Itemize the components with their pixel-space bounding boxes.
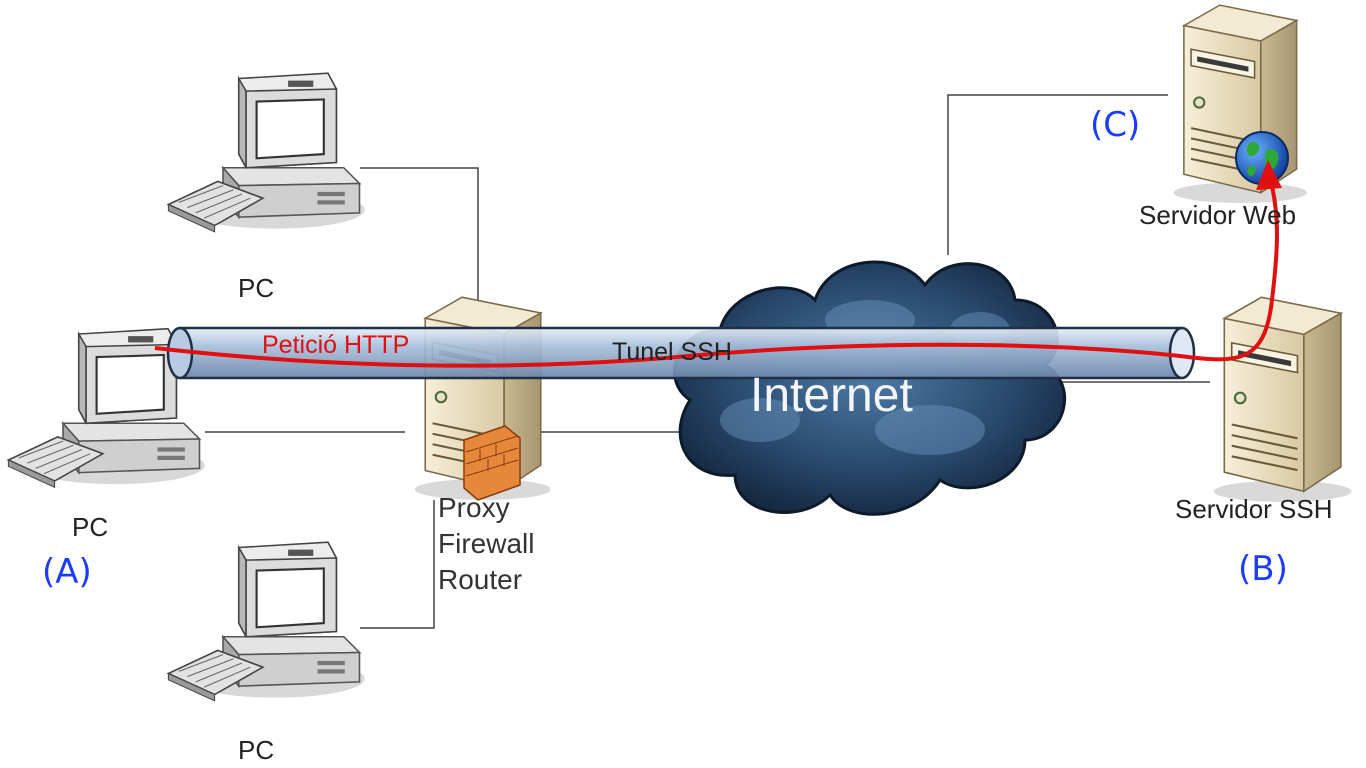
http-request-label: Petició HTTP [262,331,410,359]
pc-bottom-icon [167,541,366,702]
link-pc-bottom-proxy [360,500,435,629]
http-request-path [154,160,1282,368]
proxy-label-line2: Firewall [438,528,535,559]
pc-top-icon [167,72,366,233]
pc-a-tag: (A) [42,552,92,592]
ssh-server-icon [1212,296,1353,504]
request-arrowhead [1256,160,1282,190]
web-server-label: Servidor Web [1139,200,1297,230]
ssh-server-label: Servidor SSH [1175,494,1333,524]
link-internet-web [947,94,1168,255]
internet-label: Internet [750,369,913,422]
firewall-icon [463,425,521,501]
ssh-tunnel-label: Tunel SSH [612,338,732,366]
globe-icon [1235,131,1289,185]
ssh-server-tag: (B) [1238,549,1288,589]
pc-a-label: PC [72,512,109,542]
proxy-label-line3: Router [438,564,523,595]
link-lines [205,94,1210,629]
proxy-label-line1: Proxy [438,492,510,523]
link-pc-top-proxy [360,167,479,300]
pc-top-label: PC [238,273,275,303]
pc-bottom-label: PC [238,735,275,765]
web-server-tag: (C) [1090,105,1141,145]
